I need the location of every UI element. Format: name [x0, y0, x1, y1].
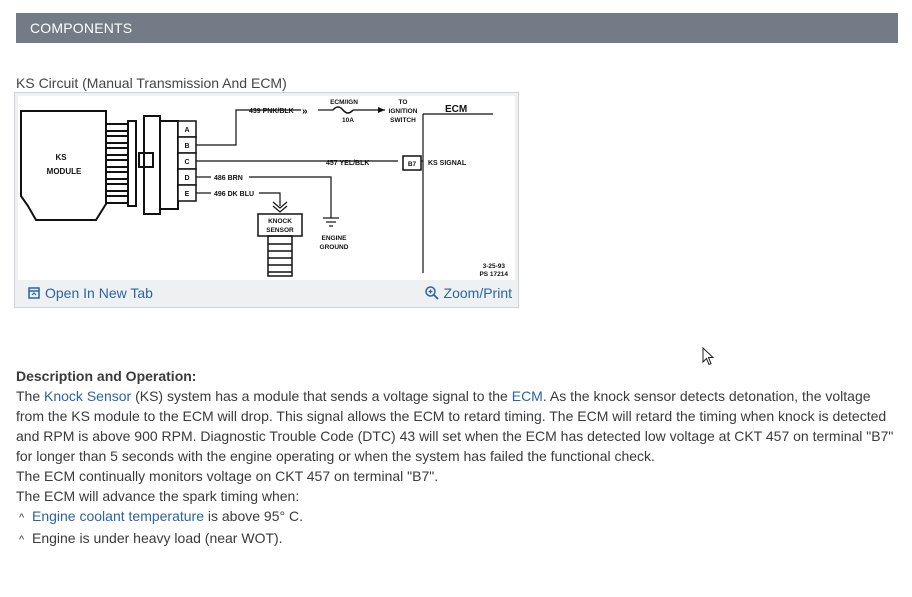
- pin-b: B: [184, 143, 189, 150]
- pin-e: E: [185, 191, 190, 198]
- switch-label: SWITCH: [390, 117, 416, 124]
- knock-arrow: [272, 201, 288, 213]
- ks-module-label2: MODULE: [47, 167, 82, 176]
- knock-label: KNOCK: [268, 218, 292, 225]
- bullet-caret-icon: ^: [19, 512, 25, 524]
- figure-actions: Open In New Tab Zoom/Print: [15, 280, 518, 307]
- mouse-cursor-icon: [702, 347, 715, 366]
- fuse-symbol: [332, 106, 354, 114]
- list-item: ^ Engine coolant temperature is above 95°…: [16, 506, 901, 528]
- p1-text-start: The: [16, 388, 45, 404]
- description-paragraph-2: The ECM continually monitors voltage on …: [16, 468, 439, 484]
- zoom-print-link[interactable]: Zoom/Print: [424, 285, 512, 301]
- bullet-caret-icon: ^: [19, 534, 25, 546]
- connector-arrow: »: [302, 106, 308, 117]
- fuse-rating: 10A: [342, 117, 354, 124]
- ground-label: GROUND: [320, 244, 349, 251]
- pin-c: C: [184, 159, 189, 166]
- description-title: Description and Operation:: [16, 368, 197, 384]
- pin-d: D: [184, 175, 189, 182]
- knock-sensor-body: [267, 235, 293, 277]
- module-connector-pins: [105, 115, 179, 215]
- b7-box: [402, 155, 422, 171]
- p1-text-middle: (KS) system has a module that sends a vo…: [131, 388, 512, 404]
- section-header: COMPONENTS: [16, 13, 898, 43]
- zoom-print-label: Zoom/Print: [443, 285, 512, 301]
- ignition-label: IGNITION: [389, 108, 418, 115]
- fuse-label: ECM/IGN: [330, 99, 358, 106]
- ecm-label: ECM: [445, 104, 467, 115]
- list-item: ^ Engine is under heavy load (near WOT).: [16, 528, 901, 550]
- open-tab-icon: [28, 287, 40, 299]
- arrow-head: [378, 107, 385, 113]
- zoom-in-icon: [424, 286, 439, 300]
- open-in-new-tab-link[interactable]: Open In New Tab: [28, 285, 153, 301]
- ecm-link[interactable]: ECM: [511, 388, 543, 404]
- open-in-new-tab-label: Open In New Tab: [45, 285, 153, 301]
- description-paragraph-3: The ECM will advance the spark timing wh…: [16, 488, 300, 504]
- description-paragraph-1: The Knock Sensor (KS) system has a modul…: [16, 386, 901, 466]
- description-section: Description and Operation: The Knock Sen…: [16, 366, 901, 550]
- engine-coolant-temperature-link[interactable]: Engine coolant temperature: [32, 508, 204, 524]
- diagram-ps-number: PS 17214: [479, 271, 508, 278]
- sensor-label: SENSOR: [266, 227, 294, 234]
- b7-label: B7: [408, 161, 417, 168]
- figure-caption: KS Circuit (Manual Transmission And ECM): [16, 75, 287, 91]
- knock-sensor-link[interactable]: Knock Sensor: [44, 388, 132, 404]
- bullet-1-text: is above 95° C.: [204, 508, 303, 524]
- wire-439-label: 439 PNK/BLK: [249, 108, 294, 115]
- wire-486-label: 486 BRN: [214, 175, 243, 182]
- diagram-svg: KS MODULE: [20, 99, 508, 278]
- engine-label: ENGINE: [322, 235, 348, 242]
- wire-496-label: 496 DK BLU: [214, 191, 254, 198]
- wire-457-label: 457 YEL/BLK: [326, 160, 369, 167]
- ks-module-label: KS: [55, 153, 67, 162]
- ground-symbol: [323, 217, 339, 227]
- ks-circuit-diagram[interactable]: KS MODULE: [18, 96, 515, 280]
- to-label: TO: [399, 99, 408, 106]
- diagram-date: 3-25-93: [483, 263, 506, 270]
- bullet-2-text: Engine is under heavy load (near WOT).: [32, 530, 283, 546]
- pin-a: A: [184, 127, 189, 134]
- ks-module-outline: [20, 110, 107, 221]
- figure-container: KS MODULE: [14, 92, 519, 308]
- p1-text-end: . As the knock sensor detects detonation…: [16, 388, 894, 464]
- ks-signal-label: KS SIGNAL: [428, 160, 467, 167]
- section-title: COMPONENTS: [30, 20, 133, 36]
